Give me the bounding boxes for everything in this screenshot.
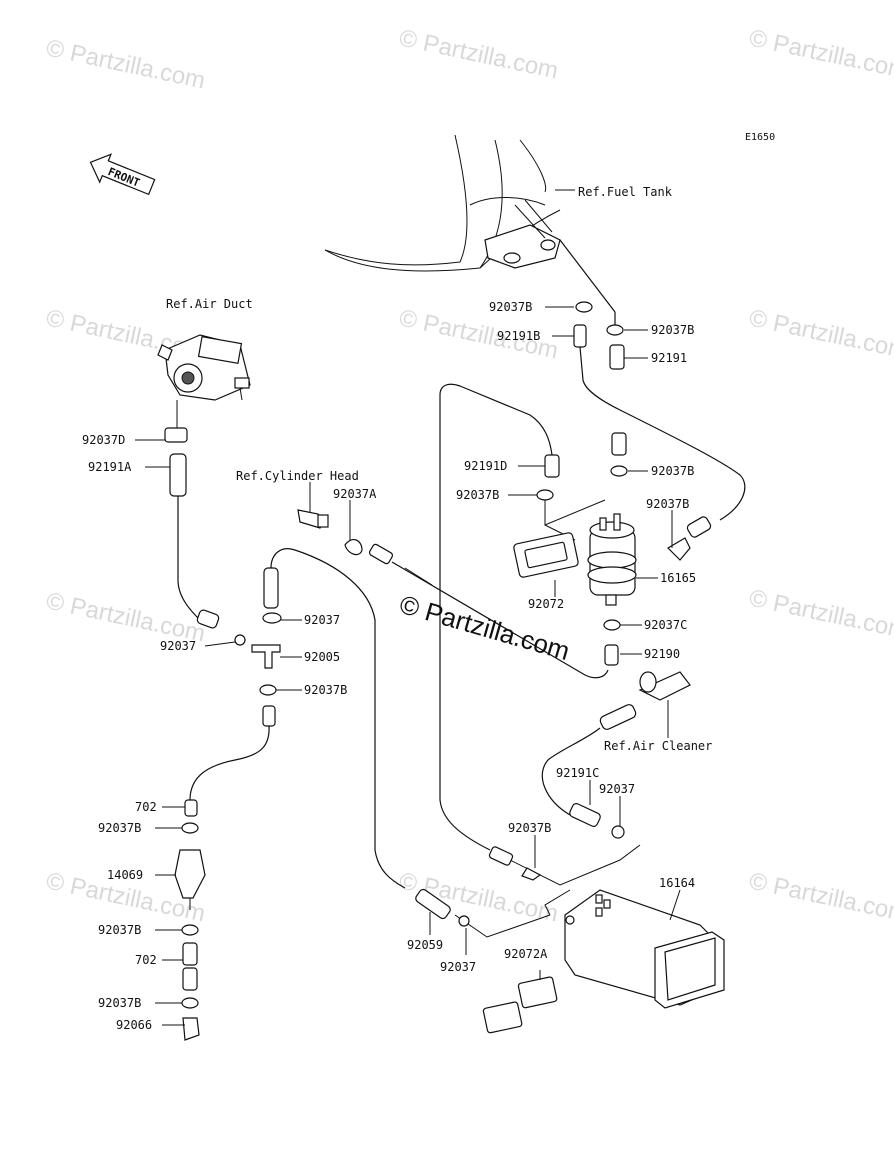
part-label-92191C: 92191C <box>556 766 599 780</box>
part-label-92037: 92037 <box>599 782 635 796</box>
front-arrow-icon <box>89 153 156 196</box>
cylinder-head-hose <box>297 509 609 679</box>
part-label-92072: 92072 <box>528 597 564 611</box>
watermark-6: © Partzilla.com <box>747 304 894 364</box>
part-label-92037B: 92037B <box>98 821 141 835</box>
part-label-92037B: 92037B <box>651 464 694 478</box>
part-label-16165: 16165 <box>660 571 696 585</box>
watermark-3: © Partzilla.com <box>747 24 894 84</box>
part-label-702: 702 <box>135 953 157 967</box>
air-cleaner-fitting <box>541 671 691 839</box>
part-label-92037: 92037 <box>304 613 340 627</box>
part-label-92059: 92059 <box>407 938 443 952</box>
part-label-92190: 92190 <box>644 647 680 661</box>
part-label-702: 702 <box>135 800 157 814</box>
part-label-92037B: 92037B <box>456 488 499 502</box>
canister-16164 <box>454 844 725 1009</box>
part-label-92191A: 92191A <box>88 460 132 474</box>
part-label-92191: 92191 <box>651 351 687 365</box>
part-label-92037A: 92037A <box>333 487 377 501</box>
front-arrow: FRONT <box>89 153 156 196</box>
part-label-16164: 16164 <box>659 876 695 890</box>
part-label-92037B: 92037B <box>646 497 689 511</box>
part-label-92037B: 92037B <box>98 923 141 937</box>
part-label-92191B: 92191B <box>497 329 540 343</box>
ref-cylinder-head-label: Ref.Cylinder Head <box>236 469 359 483</box>
part-label-92037B: 92037B <box>651 323 694 337</box>
diagram-code: E1650 <box>745 132 775 143</box>
part-label-92037B: 92037B <box>304 683 347 697</box>
watermark-11: © Partzilla.com <box>747 867 894 927</box>
part-label-92191D: 92191D <box>464 459 507 473</box>
watermark-2: © Partzilla.com <box>397 24 561 84</box>
leader-lines <box>135 306 673 1026</box>
watermark-8: © Partzilla.com <box>747 584 894 644</box>
part-label-92037B: 92037B <box>489 300 532 314</box>
part-label-92037B: 92037B <box>98 996 141 1010</box>
watermark-1: © Partzilla.com <box>44 34 208 94</box>
vent-hose-system <box>439 239 746 851</box>
ref-air-cleaner-label: Ref.Air Cleaner <box>604 739 712 753</box>
hose-92059 <box>415 846 542 927</box>
ref-fuel-tank-label: Ref.Fuel Tank <box>578 185 673 199</box>
part-label-92037C: 92037C <box>644 618 687 632</box>
part-label-92072A: 92072A <box>504 947 548 961</box>
air-duct-valve <box>157 334 251 428</box>
part-label-92037D: 92037D <box>82 433 125 447</box>
part-label-92037B: 92037B <box>508 821 551 835</box>
left-hose-system <box>164 427 406 1041</box>
gasket-92072A <box>482 970 558 1034</box>
part-label-92037: 92037 <box>440 960 476 974</box>
part-label-14069: 14069 <box>107 868 143 882</box>
part-label-92037: 92037 <box>160 639 196 653</box>
ref-air-duct-label: Ref.Air Duct <box>166 297 253 311</box>
part-label-92005: 92005 <box>304 650 340 664</box>
canister-16165 <box>513 513 637 666</box>
part-label-92066: 92066 <box>116 1018 152 1032</box>
fuel-tank-outline <box>324 134 575 272</box>
